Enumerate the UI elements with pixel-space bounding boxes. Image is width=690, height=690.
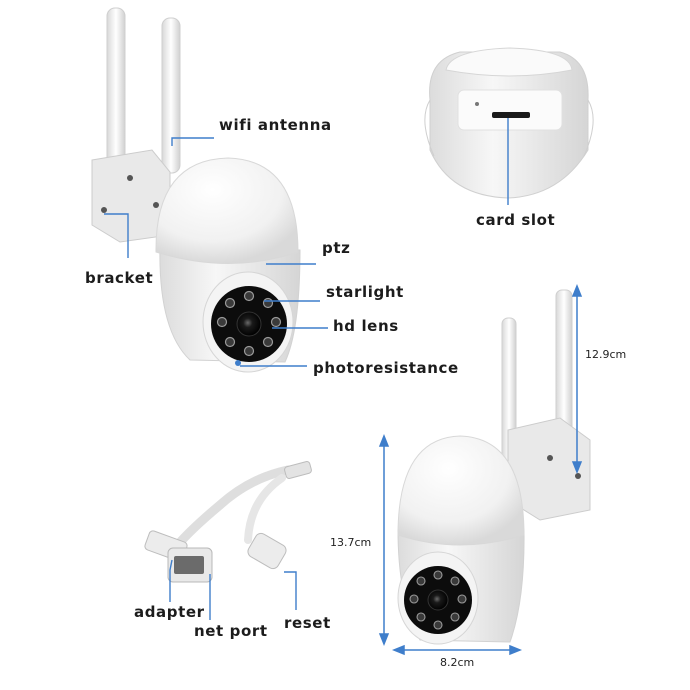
camera-bottom-view xyxy=(424,47,594,199)
photoresistor xyxy=(235,360,241,366)
label-wifi-antenna: wifi antenna xyxy=(219,116,332,134)
label-card-slot: card slot xyxy=(476,211,556,229)
dimension-antenna-height: 12.9cm xyxy=(585,348,627,361)
camera-dome xyxy=(155,157,299,264)
dimension-camera-width: 8.2cm xyxy=(440,656,475,669)
card-slot xyxy=(492,112,530,118)
label-adapter: adapter xyxy=(134,603,205,621)
dimension-camera-height: 13.7cm xyxy=(330,536,372,549)
label-starlight: starlight xyxy=(326,283,404,301)
label-ptz: ptz xyxy=(322,239,351,257)
label-bracket: bracket xyxy=(85,269,154,287)
label-hd-lens: hd lens xyxy=(333,317,399,335)
antenna-right xyxy=(161,17,181,174)
bracket-screw xyxy=(127,175,133,181)
cable-assembly xyxy=(144,461,312,583)
label-reset: reset xyxy=(284,614,331,632)
camera-dimension-view xyxy=(397,289,591,645)
camera-front-view xyxy=(91,7,301,373)
reset-button-housing xyxy=(247,532,287,570)
callout-lines-front xyxy=(104,137,328,367)
bracket-screw xyxy=(153,202,159,208)
callout-lines-cable xyxy=(169,559,297,620)
bracket-screw xyxy=(101,207,107,213)
dc-connector xyxy=(284,461,312,479)
camera-lens xyxy=(236,311,262,337)
label-photoresistance: photoresistance xyxy=(313,359,459,377)
dimension-arrows xyxy=(378,283,583,656)
label-net-port: net port xyxy=(194,622,268,640)
card-slot-panel xyxy=(457,89,563,131)
